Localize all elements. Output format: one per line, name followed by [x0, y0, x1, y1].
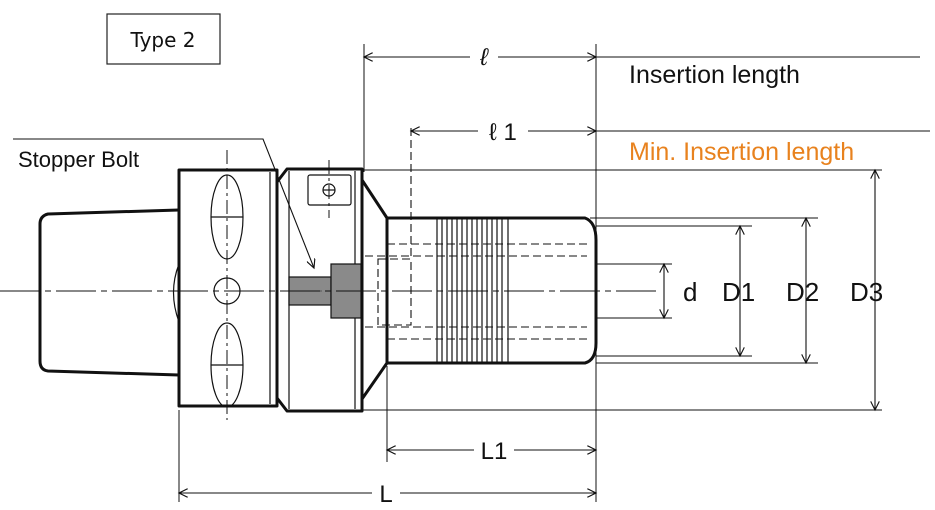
- neck: [275, 167, 364, 413]
- type-label: Type 2: [129, 28, 195, 52]
- type-box: Type 2: [106, 13, 221, 65]
- label-D1: D1: [722, 277, 755, 307]
- label-insertion-length: Insertion length: [629, 61, 800, 89]
- stopper-leader: [13, 138, 314, 268]
- label-ell1: ℓ 1: [489, 119, 517, 146]
- taper-shank: [38, 208, 180, 377]
- flange-center-marks: [226, 150, 330, 420]
- hidden-bore: [365, 128, 587, 340]
- body-details: [172, 171, 356, 409]
- nose-taper: [360, 179, 389, 400]
- label-D2: D2: [786, 277, 819, 307]
- label-stopper-bolt: Stopper Bolt: [18, 147, 139, 172]
- dimension-lines: [13, 57, 875, 493]
- label-D3: D3: [850, 277, 883, 307]
- label-d: d: [683, 277, 697, 307]
- label-min-insertion-length: Min. Insertion length: [629, 138, 854, 166]
- flange: [177, 168, 279, 408]
- label-L1: L1: [481, 438, 508, 465]
- label-L: L: [379, 481, 392, 508]
- extension-lines: [178, 44, 930, 502]
- label-ell: ℓ: [479, 44, 489, 71]
